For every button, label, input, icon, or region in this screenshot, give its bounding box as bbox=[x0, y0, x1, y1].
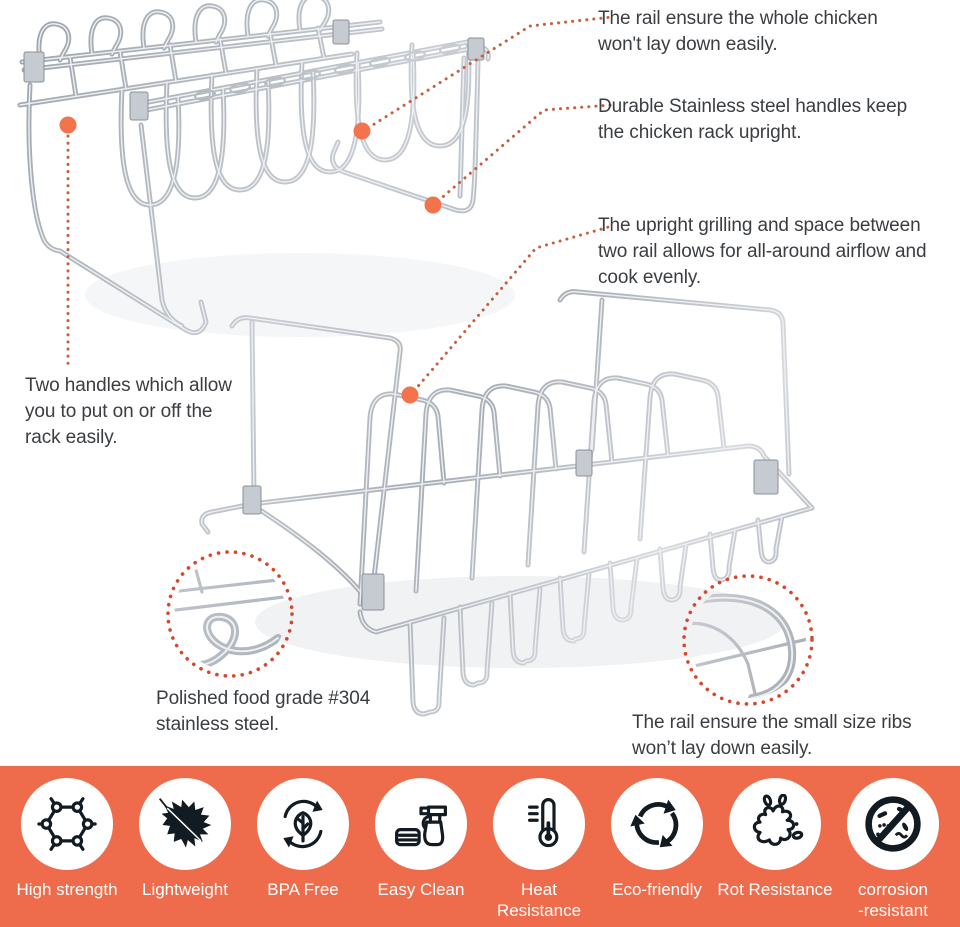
molecule-icon bbox=[21, 778, 113, 870]
feature-lightweight: Lightweight bbox=[126, 778, 244, 900]
dotted-magnifier-circle bbox=[166, 550, 294, 678]
feature-corrosion-resistant: corrosion -resistant bbox=[834, 778, 952, 921]
feather-icon bbox=[139, 778, 231, 870]
callout-rail-whole-chicken: The rail ensure the whole chicken won't … bbox=[598, 8, 878, 55]
feature-eco-friendly: Eco-friendly bbox=[598, 778, 716, 900]
mounting-clips bbox=[242, 449, 779, 611]
feature-high-strength: High strength bbox=[8, 778, 126, 900]
callout-polished-steel: Polished food grade #304 stainless steel… bbox=[156, 688, 371, 735]
callout-dot bbox=[59, 116, 77, 134]
feature-label: BPA Free bbox=[267, 880, 339, 899]
rib-rack-illustration bbox=[202, 292, 812, 714]
feature-label: Rot Resistance bbox=[717, 880, 833, 899]
feature-label: Heat Resistance bbox=[496, 880, 582, 920]
zoom-inset-right bbox=[682, 574, 814, 706]
feature-label: Easy Clean bbox=[377, 880, 465, 899]
feature-label: corrosion -resistant bbox=[858, 880, 928, 920]
leader-lines bbox=[66, 15, 614, 393]
chicken-rack-illustration bbox=[20, 0, 488, 333]
leaf-cycle-icon bbox=[257, 778, 349, 870]
feature-easy-clean: Easy Clean bbox=[362, 778, 480, 900]
splat-icon bbox=[729, 778, 821, 870]
callout-dot bbox=[424, 196, 442, 214]
dotted-magnifier-circle bbox=[682, 574, 814, 706]
rail-twist-texture bbox=[194, 43, 461, 101]
callout-rail-small-ribs: The rail ensure the small size ribs won’… bbox=[632, 712, 912, 759]
callout-dot bbox=[353, 122, 371, 140]
recycle-icon bbox=[611, 778, 703, 870]
callout-handles-upright: Durable Stainless steel handles keep the… bbox=[598, 96, 908, 143]
photo-shadows bbox=[85, 253, 785, 668]
feature-bpa-free: BPA Free bbox=[244, 778, 362, 900]
callout-dots bbox=[59, 116, 442, 404]
product-illustration bbox=[0, 0, 960, 775]
leader-line bbox=[366, 15, 614, 130]
callout-upright-airflow: The upright grilling and space between t… bbox=[598, 215, 927, 288]
callout-two-handles: Two handles which allow you to put on or… bbox=[25, 375, 232, 448]
feature-label: Lightweight bbox=[141, 880, 228, 899]
leader-line bbox=[436, 103, 614, 203]
thermometer-icon bbox=[493, 778, 585, 870]
feature-label: Eco-friendly bbox=[612, 880, 702, 899]
callout-dot bbox=[401, 386, 419, 404]
mounting-clips bbox=[23, 19, 485, 121]
feature-label: High strength bbox=[16, 880, 118, 899]
no-bacteria-icon bbox=[847, 778, 939, 870]
feature-rot-resistance: Rot Resistance bbox=[716, 778, 834, 900]
leader-line bbox=[412, 224, 614, 393]
feature-band: High strength Lightweight BPA Free Easy Cle… bbox=[0, 766, 960, 927]
spray-bottle-icon bbox=[375, 778, 467, 870]
feature-heat-resistance: Heat Resistance bbox=[480, 778, 598, 921]
